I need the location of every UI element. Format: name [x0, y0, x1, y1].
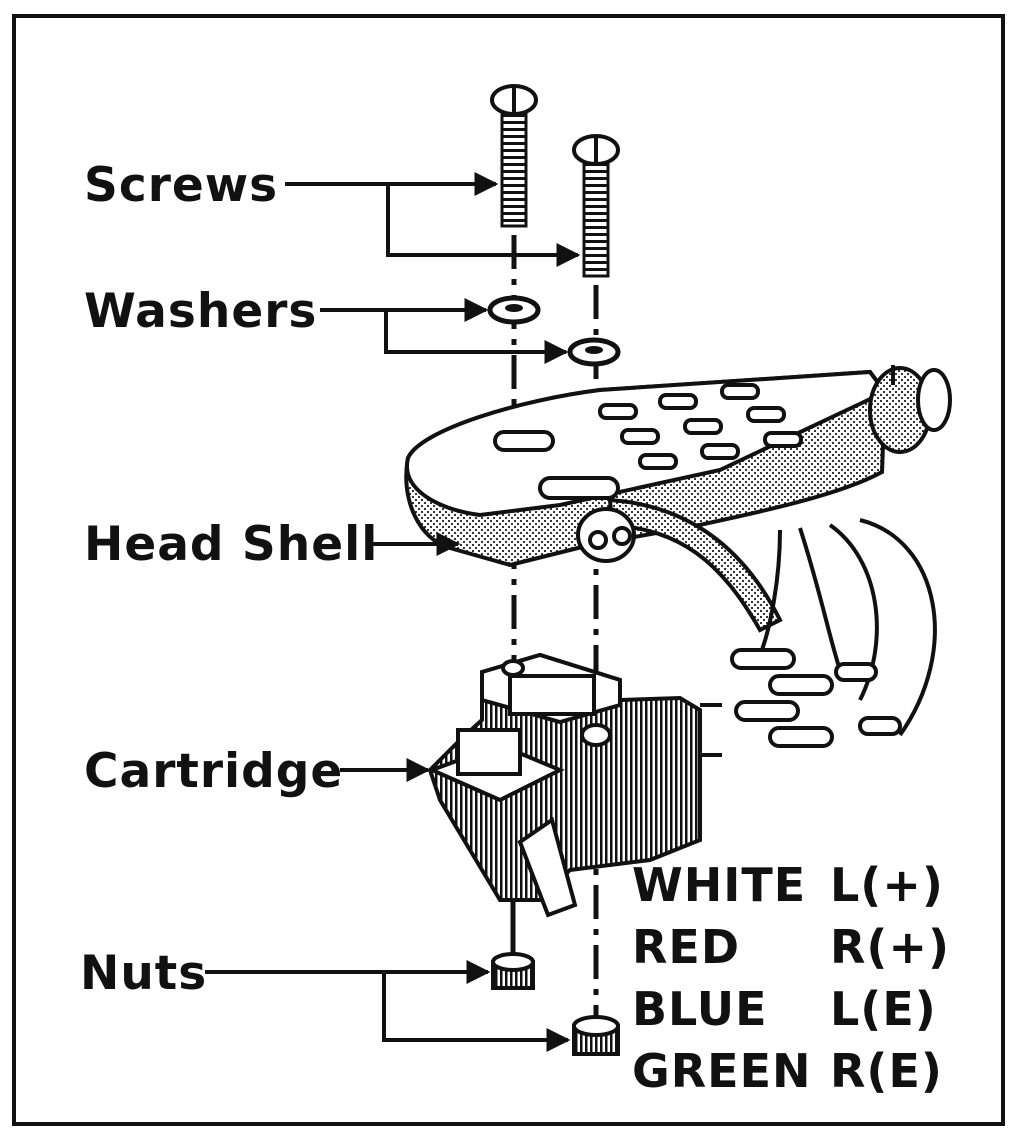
label-nuts: Nuts	[80, 946, 208, 1001]
head-shell	[404, 365, 952, 633]
leader-lines	[205, 172, 581, 1052]
wire-channel-red: R(+)	[830, 920, 951, 974]
nut-right	[572, 1015, 620, 1056]
washer-left	[487, 295, 541, 325]
wire-channel-blue: L(E)	[830, 982, 937, 1036]
wire-color-red: RED	[632, 920, 741, 974]
label-screws: Screws	[84, 158, 279, 213]
cartridge-body	[426, 652, 722, 918]
wire-color-white: WHITE	[632, 858, 807, 912]
wire-color-blue: BLUE	[632, 982, 768, 1036]
wire-channel-white: L(+)	[830, 858, 944, 912]
label-cartridge: Cartridge	[84, 744, 344, 799]
label-head-shell: Head Shell	[84, 517, 379, 572]
nut-left	[491, 952, 535, 990]
washer-right	[567, 337, 621, 367]
diagram-frame	[12, 14, 1005, 1126]
screw-right	[572, 134, 620, 278]
wire-channel-green: R(E)	[830, 1044, 943, 1098]
lead-wires	[730, 518, 937, 748]
wire-color-green: GREEN	[632, 1044, 812, 1098]
screw-left	[490, 84, 538, 228]
label-washers: Washers	[84, 284, 318, 339]
